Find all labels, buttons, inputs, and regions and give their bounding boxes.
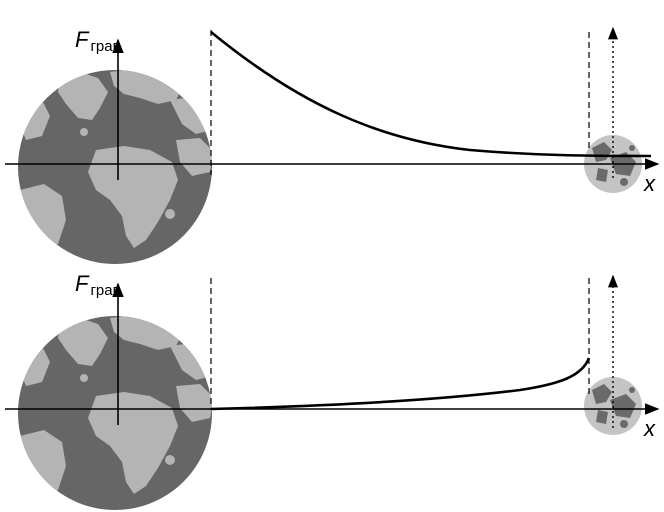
y-axis-subscript: грав — [90, 38, 120, 55]
x-axis-label: x — [643, 171, 656, 196]
y-axis-symbol: F — [75, 27, 90, 52]
earth-icon — [18, 70, 212, 264]
earth-icon — [18, 316, 212, 510]
x-axis-label: x — [643, 416, 656, 441]
gravity-curve-decreasing — [210, 30, 652, 158]
y-axis-symbol: F — [75, 271, 90, 296]
y-axis-subscript: грав — [90, 282, 120, 299]
gravity-curve-increasing — [210, 357, 591, 411]
